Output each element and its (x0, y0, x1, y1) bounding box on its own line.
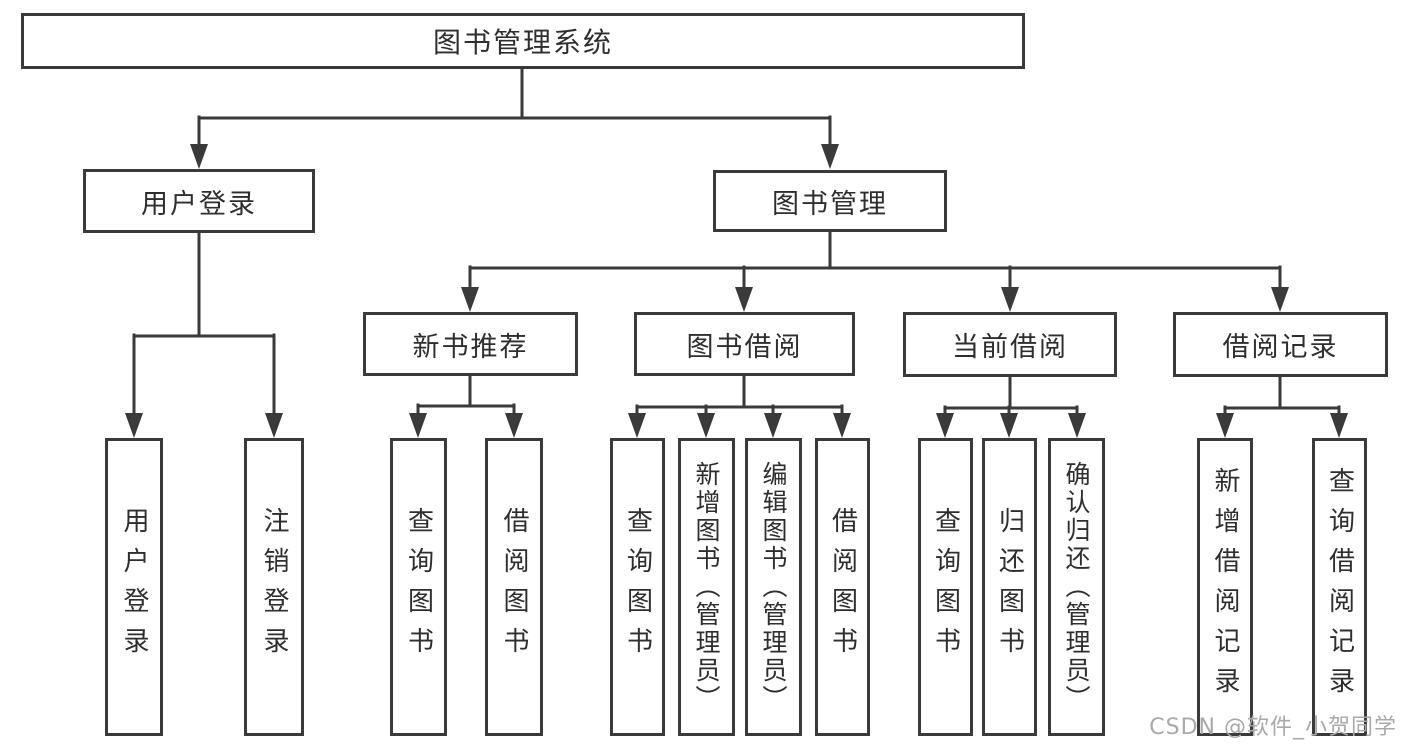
node-leaf-confirm-return: 确认归还（管理员） (1048, 438, 1105, 736)
node-label-book-borrow: 图书借阅 (686, 331, 803, 363)
connector-book-borrow-fork (628, 374, 851, 438)
node-new-book-rec: 新书推荐 (363, 312, 578, 376)
node-label-leaf-user-login: 用户登录 (119, 507, 149, 667)
arrowhead (1068, 413, 1086, 438)
connector-root-fork (190, 67, 839, 169)
node-label-leaf-query-book-3: 查询图书 (930, 507, 961, 667)
node-leaf-logout: 注销登录 (244, 438, 304, 736)
arrowhead (461, 287, 479, 312)
arrowhead (190, 144, 208, 169)
arrowhead (764, 413, 782, 438)
node-current-borrow: 当前借阅 (903, 312, 1117, 377)
arrowhead (936, 413, 954, 438)
node-leaf-add-book: 新增图书（管理员） (678, 438, 735, 736)
connector-borrow-records-fork (1216, 375, 1348, 438)
node-label-leaf-return-book: 归还图书 (994, 507, 1025, 667)
connector-book-mgmt-fork (461, 230, 1289, 312)
node-leaf-add-record: 新增借阅记录 (1197, 438, 1253, 736)
arrowhead (505, 413, 523, 438)
node-leaf-edit-book: 编辑图书（管理员） (745, 438, 802, 736)
connector-user-login-fork (125, 231, 283, 438)
node-label-leaf-query-book-1: 查询图书 (403, 507, 434, 667)
arrowhead (1271, 287, 1289, 312)
node-leaf-user-login: 用户登录 (105, 438, 163, 736)
node-label-leaf-logout: 注销登录 (259, 507, 289, 667)
node-user-login: 用户登录 (83, 169, 315, 233)
node-label-leaf-borrow-book-1: 借阅图书 (499, 507, 529, 667)
arrowhead (1216, 413, 1234, 438)
connector-new-book-rec-fork (409, 374, 523, 438)
node-root: 图书管理系统 (21, 13, 1025, 69)
node-label-leaf-add-book: 新增图书（管理员） (692, 461, 721, 713)
node-leaf-query-record: 查询借阅记录 (1312, 438, 1367, 736)
node-label-leaf-query-record: 查询借阅记录 (1324, 467, 1355, 707)
node-label-borrow-records: 借阅记录 (1222, 332, 1339, 363)
arrowhead (1000, 413, 1018, 438)
node-leaf-borrow-book-2: 借阅图书 (815, 438, 870, 736)
arrowhead (125, 413, 143, 438)
node-leaf-borrow-book-1: 借阅图书 (485, 438, 543, 736)
node-leaf-query-book-3: 查询图书 (918, 438, 973, 736)
node-label-leaf-borrow-book-2: 借阅图书 (827, 507, 858, 667)
node-book-mgmt: 图书管理 (713, 170, 947, 232)
node-leaf-query-book-2: 查询图书 (610, 438, 665, 736)
arrowhead (1001, 287, 1019, 312)
arrowhead (628, 413, 646, 438)
arrowhead (697, 413, 715, 438)
node-leaf-return-book: 归还图书 (982, 438, 1037, 736)
node-label-leaf-confirm-return: 确认归还（管理员） (1062, 461, 1091, 713)
node-label-leaf-query-book-2: 查询图书 (622, 507, 653, 667)
arrowhead (735, 287, 753, 312)
watermark: CSDN @软件_小贺同学 (1149, 715, 1397, 740)
node-label-root: 图书管理系统 (432, 26, 613, 59)
node-label-leaf-edit-book: 编辑图书（管理员） (759, 461, 788, 713)
node-label-book-mgmt: 图书管理 (772, 188, 888, 220)
connector-current-borrow-fork (936, 375, 1086, 438)
node-leaf-query-book-1: 查询图书 (390, 438, 447, 736)
node-borrow-records: 借阅记录 (1173, 312, 1388, 377)
node-label-current-borrow: 当前借阅 (952, 332, 1068, 363)
node-book-borrow: 图书借阅 (634, 312, 855, 376)
node-label-user-login: 用户登录 (141, 188, 257, 220)
arrowhead (409, 413, 427, 438)
arrowhead (265, 413, 283, 438)
arrowhead (833, 413, 851, 438)
arrowhead (1330, 413, 1348, 438)
node-label-new-book-rec: 新书推荐 (412, 331, 529, 363)
arrowhead (821, 144, 839, 169)
node-label-leaf-add-record: 新增借阅记录 (1210, 467, 1240, 707)
